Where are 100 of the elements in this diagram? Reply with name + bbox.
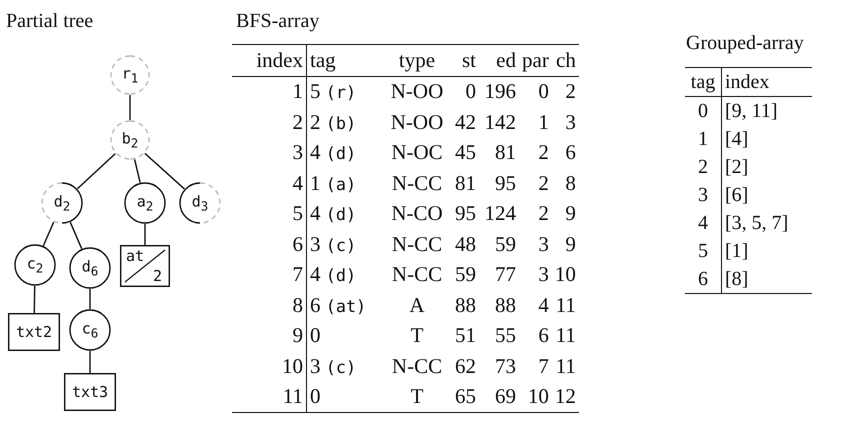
table-cell-text: 77	[494, 261, 517, 288]
table-cell-text: 4	[537, 292, 550, 319]
tree-edge	[144, 152, 185, 190]
table-cell-text: 42	[454, 108, 477, 136]
table-cell-text: 3	[564, 108, 577, 136]
tree-edge	[89, 351, 91, 373]
table-cell: 10	[519, 382, 552, 412]
column-header: par	[519, 44, 552, 76]
table-cell: 0	[306, 320, 385, 351]
table-cell: 2	[232, 107, 306, 138]
table-cell-text: 59	[494, 230, 517, 258]
table-cell: 5	[685, 237, 722, 265]
table-cell-text: N-CO	[390, 200, 444, 228]
table-cell: 9	[232, 320, 306, 351]
table-cell-text: 81	[454, 170, 477, 197]
table-cell: 0	[306, 382, 385, 412]
table-cell: 2 (b)	[306, 107, 385, 138]
table-cell-text: 81	[494, 139, 517, 166]
table-cell: 12	[552, 382, 579, 412]
table-cell: 1	[685, 125, 722, 153]
table-cell-text: 9	[564, 230, 577, 258]
table-cell-text: 95	[494, 170, 517, 197]
table-cell-text: 2	[537, 139, 550, 166]
table-cell: 65	[449, 382, 479, 412]
table-cell-text: 9	[564, 200, 577, 228]
table-cell: 4	[232, 168, 306, 198]
table-cell: 3 (c)	[306, 229, 385, 260]
table-cell-text: 88	[454, 292, 477, 319]
table-cell: [2]	[722, 153, 812, 181]
column-header: ed	[479, 44, 519, 76]
column-header: st	[449, 44, 479, 76]
table-cell-text: 48	[454, 230, 477, 258]
column-header: type	[385, 44, 449, 76]
table-cell: 69	[479, 382, 519, 412]
table-cell: 196	[479, 76, 519, 107]
table-cell: [1]	[722, 237, 812, 265]
table-cell-text: 8	[564, 170, 577, 197]
table-cell: [8]	[722, 265, 812, 294]
table-cell-text: 11	[554, 322, 577, 350]
table-cell-text: N-OC	[390, 139, 444, 166]
table-cell-text: 11	[554, 292, 577, 319]
column-header: index	[722, 68, 812, 96]
tree-edge	[144, 224, 146, 245]
table-cell: T	[385, 382, 449, 412]
table-cell: [3, 5, 7]	[722, 209, 812, 237]
column-header: index	[232, 44, 306, 76]
table-cell-text: 62	[454, 352, 477, 380]
table-cell: [9, 11]	[722, 96, 812, 125]
table-cell-text: 6	[564, 139, 577, 166]
column-header: tag	[306, 44, 385, 76]
table-cell-text: 142	[484, 108, 517, 136]
tree-edge	[70, 222, 82, 249]
tree-edge	[34, 286, 36, 313]
table-cell: 2	[685, 153, 722, 181]
table-cell-text: 124	[484, 200, 517, 228]
table-cell-text: 59	[454, 261, 477, 288]
table-cell-text: T	[410, 322, 424, 350]
table-cell: 3	[232, 138, 306, 168]
table-cell-text: 73	[494, 352, 517, 380]
table-cell: 10	[232, 351, 306, 382]
table-cell: 4 (d)	[306, 138, 385, 168]
column-header: tag	[685, 68, 722, 96]
table-cell-text: N-CC	[390, 261, 444, 288]
panel-title: Grouped-array	[686, 32, 804, 55]
table-cell: [6]	[722, 181, 812, 209]
table-cell-text: A	[408, 292, 426, 319]
tree-edge	[76, 153, 116, 190]
table-cell: 1	[232, 76, 306, 107]
table-cell-text: 45	[454, 139, 477, 166]
table-cell: 5	[232, 198, 306, 229]
table-cell: 0	[519, 76, 552, 107]
table-cell-text: 51	[454, 322, 477, 350]
table-cell: 3	[685, 181, 722, 209]
table-cell: 4	[685, 209, 722, 237]
table-cell: 4 (d)	[306, 198, 385, 229]
table-cell-text: 3	[537, 230, 550, 258]
table-cell: 7	[232, 260, 306, 290]
tree-edge	[134, 159, 141, 183]
table-cell-text: 10	[554, 261, 577, 288]
table-cell: 5 (r)	[306, 76, 385, 107]
table-cell: N-OO	[385, 76, 449, 107]
panel-title: BFS-array	[236, 10, 320, 33]
text-leaf-box: txt3	[64, 373, 116, 411]
table-cell-text: 55	[494, 322, 517, 350]
tree-edge	[89, 289, 91, 309]
table-cell: 2	[552, 76, 579, 107]
table-cell: 0	[449, 76, 479, 107]
table-cell-text: 2	[537, 170, 550, 197]
table-cell-text: 6	[537, 322, 550, 350]
panel-title: Partial tree	[6, 10, 94, 33]
table-cell: 1 (a)	[306, 168, 385, 198]
table-cell: 3 (c)	[306, 351, 385, 382]
table-cell-text: 1	[537, 108, 550, 136]
text-leaf-box: at 2	[120, 245, 170, 287]
table-cell-text: 88	[494, 292, 517, 319]
table-cell-text: N-CC	[390, 230, 444, 258]
table-cell-text: N-CC	[390, 352, 444, 380]
tree-edge	[129, 95, 131, 120]
tree-edge	[42, 222, 54, 246]
table-cell: 6 (at)	[306, 290, 385, 320]
